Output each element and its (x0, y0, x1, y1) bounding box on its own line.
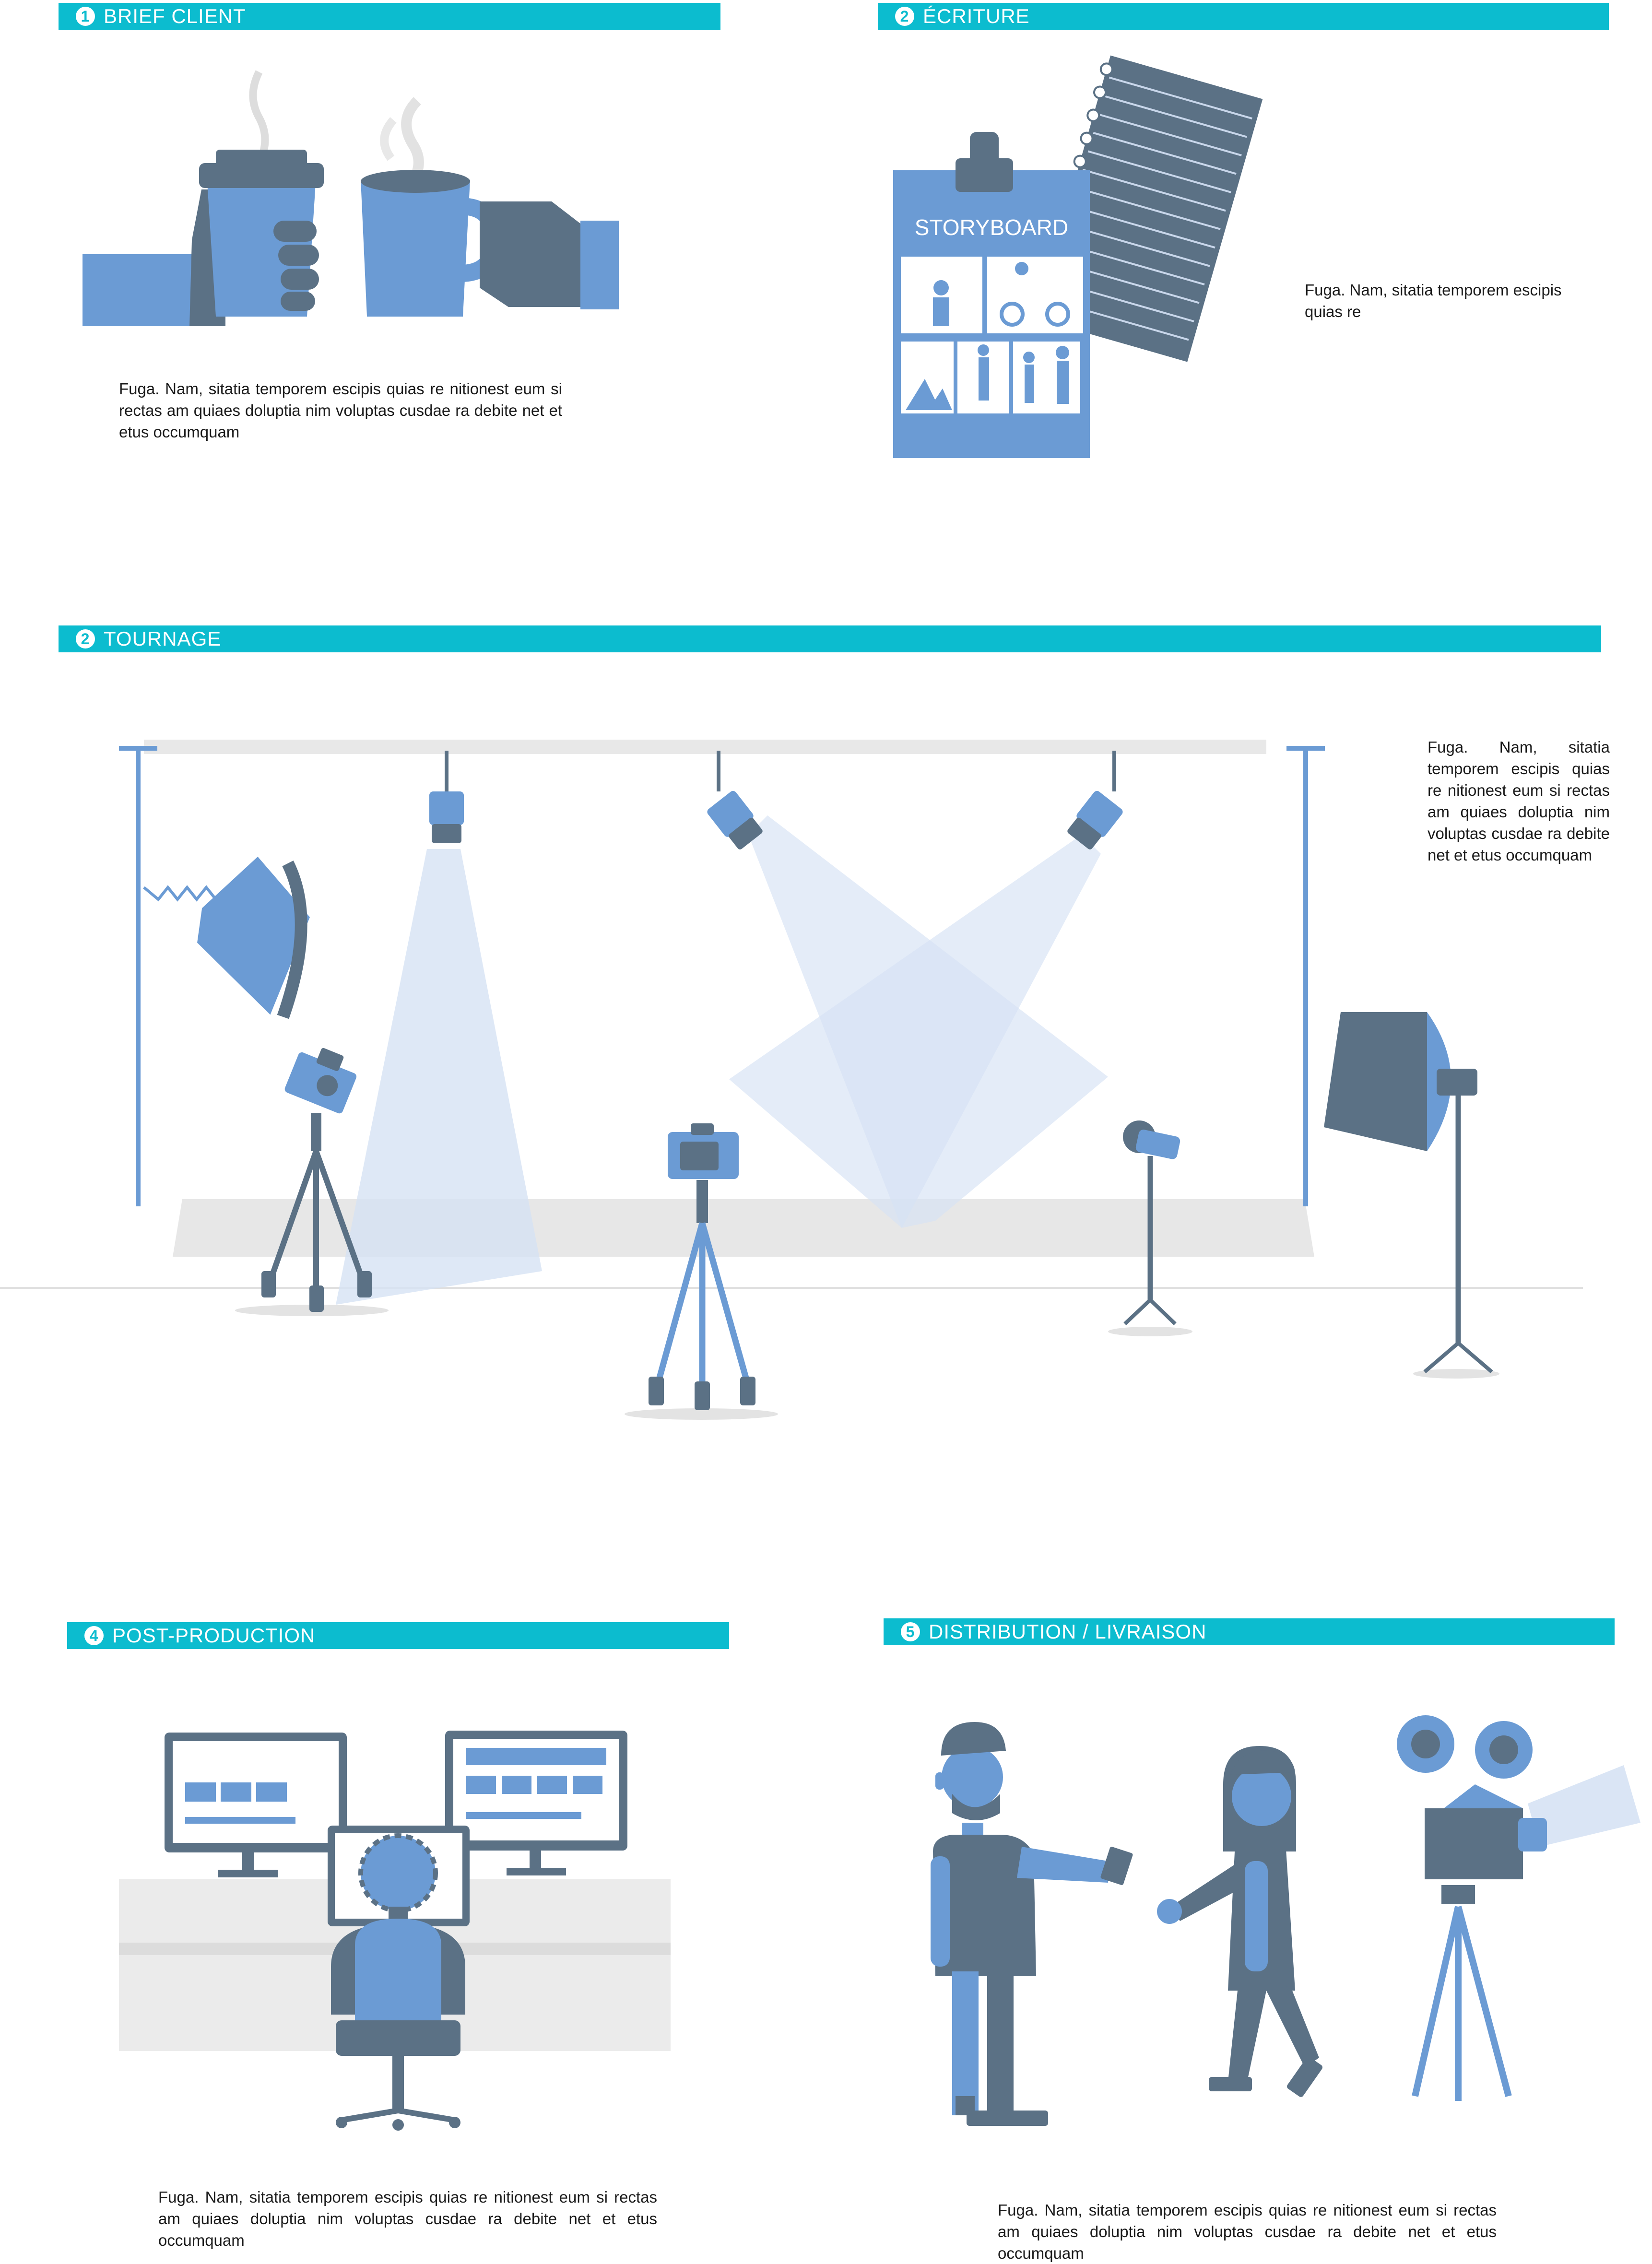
distribution-description: Fuga. Nam, sitatia temporem escipis quia… (998, 2201, 1497, 2262)
section-title: POST-PRODUCTION (112, 1624, 316, 1647)
section-title: BRIEF CLIENT (104, 5, 246, 27)
distribution-illustration (931, 1715, 1640, 2126)
section-number: 2 (895, 7, 914, 26)
section-header-brief: 1 BRIEF CLIENT (59, 3, 720, 30)
section-title: TOURNAGE (104, 627, 222, 650)
editing-desk-illustration (119, 1731, 671, 2131)
section-number: 1 (76, 7, 95, 26)
coffee-cups-illustration (83, 70, 619, 326)
post-production-description: Fuga. Nam, sitatia temporem escipis quia… (158, 2188, 657, 2249)
section-header-distribution: 5 DISTRIBUTION / LIVRAISON (884, 1618, 1615, 1645)
tournage-description: Fuga. Nam, sitatia temporem escipis quia… (1428, 738, 1610, 864)
section-title: DISTRIBUTION / LIVRAISON (929, 1620, 1207, 1643)
ecriture-description: Fuga. Nam, sitatia temporem escipis quia… (1305, 281, 1562, 320)
section-header-ecriture: 2 ÉCRITURE (878, 3, 1609, 30)
film-studio-illustration (0, 740, 1583, 1420)
section-title: ÉCRITURE (923, 5, 1030, 27)
section-number: 4 (84, 1626, 104, 1645)
section-number: 5 (901, 1622, 920, 1641)
section-header-post-production: 4 POST-PRODUCTION (67, 1622, 729, 1649)
section-header-tournage: 2 TOURNAGE (59, 625, 1601, 652)
brief-description: Fuga. Nam, sitatia temporem escipis quia… (119, 380, 562, 441)
storyboard-illustration: STORYBOARD (893, 55, 1263, 458)
storyboard-label: STORYBOARD (915, 215, 1068, 240)
section-number: 2 (76, 629, 95, 649)
